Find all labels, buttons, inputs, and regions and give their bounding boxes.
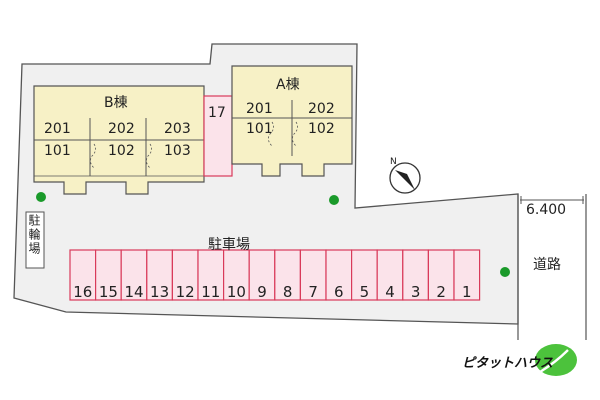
parking-space-15 [94,249,122,301]
unit-a-102: 102 [308,121,335,137]
brand-logo-text: ピタットハウス [462,356,554,371]
parking-space-1 [453,249,481,301]
parking-space-label-11: 11 [201,283,221,301]
unit-a-101: 101 [246,121,273,137]
road-label: 道路 [533,257,561,273]
parking-space-label-4: 4 [385,283,395,301]
bicycle-parking-area [25,211,45,269]
building-a [231,65,353,177]
road-width: 6.400 [526,202,567,218]
parking-space-4 [376,249,404,301]
parking-space-5 [351,249,378,301]
building-b-name: B棟 [104,95,128,111]
parking-space-16 [69,249,97,301]
parking-space-label-7: 7 [308,283,318,301]
building-b [33,85,205,195]
unit-b-201: 201 [44,121,71,137]
parking-space-label-1: 1 [462,283,472,301]
parking-space-label-12: 12 [175,283,195,301]
unit-b-103: 103 [164,143,191,159]
parking-space-10 [223,249,250,301]
parking-space-11 [197,249,225,301]
parking-space-7 [299,249,327,301]
bicycle-parking-label: 駐輪場 [27,214,41,256]
parking-space-label-13: 13 [150,283,170,301]
road [517,194,587,340]
parking-space-label-8: 8 [282,283,293,301]
parking-space-3 [402,249,429,301]
parking-space-label-10: 10 [226,283,246,301]
parking-row [69,249,481,301]
unit-b-202: 202 [108,121,135,137]
parking-space-label-16: 16 [73,283,93,301]
unit-b-102: 102 [108,143,135,159]
parking-space-13 [146,249,174,301]
parking-space-17-label: 17 [208,105,226,121]
tree-icon [500,267,510,277]
tree-icon [36,192,46,202]
unit-b-101: 101 [44,143,71,159]
unit-b-203: 203 [164,121,191,137]
parking-space-label-14: 14 [124,283,144,301]
parking-space-6 [325,249,353,301]
parking-space-12 [171,249,199,301]
north-arrow-icon: N [389,157,421,194]
unit-a-201: 201 [246,101,273,117]
parking-space-label-6: 6 [334,283,344,301]
parking-space-label-9: 9 [257,283,267,301]
parking-space-label-3: 3 [410,283,421,301]
parking-space-2 [427,249,455,301]
parking-lot-label: 駐車場 [208,237,250,253]
logo-leaf-icon [535,344,577,376]
building-a-name: A棟 [276,77,300,93]
parking-space-label-2: 2 [436,283,446,301]
tree-icon [329,195,339,205]
unit-a-202: 202 [308,101,335,117]
parking-space-label-5: 5 [359,283,370,301]
parking-space-label-15: 15 [98,283,118,301]
parking-space-14 [120,249,148,301]
svg-text:N: N [390,157,397,167]
